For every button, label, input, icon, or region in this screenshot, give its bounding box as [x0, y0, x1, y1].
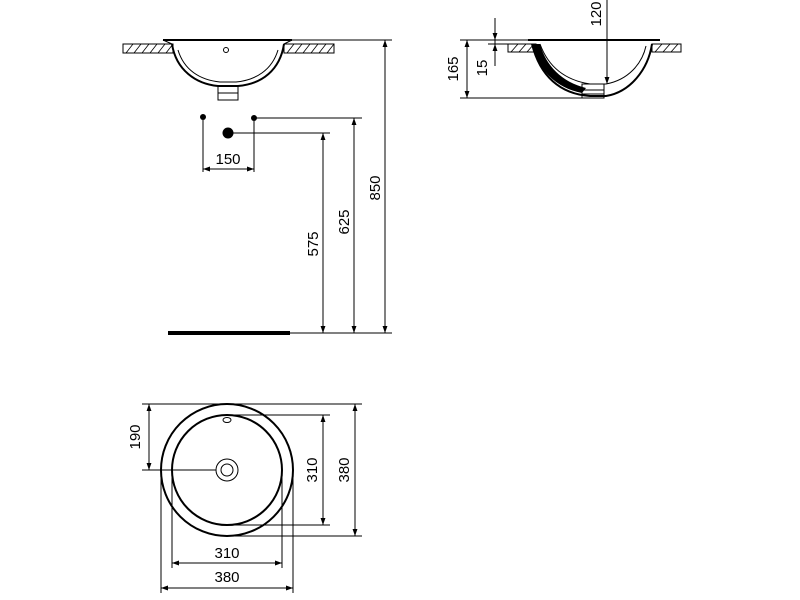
- dim-bowl-offset: 190: [127, 424, 144, 449]
- dim-overflow: 120: [588, 1, 605, 26]
- plan-drain-outer: [215, 458, 239, 482]
- side-countertop-right: [651, 43, 682, 53]
- front-countertop-left: [122, 43, 174, 54]
- dim-waste-height: 575: [305, 231, 322, 256]
- plan-drain-inner: [220, 463, 234, 477]
- dim-outer-depth: 380: [336, 457, 353, 482]
- dim-overall-depth: 165: [445, 56, 462, 81]
- dim-outer-width: 380: [214, 569, 239, 586]
- supply-points: [200, 114, 257, 172]
- dim-supply-height: 625: [336, 209, 353, 234]
- plan-view: 190 310 380 310 380: [127, 403, 362, 593]
- dim-inner-depth: 310: [304, 457, 321, 482]
- dim-rim-height: 850: [367, 175, 384, 200]
- dim-inner-width: 310: [214, 545, 239, 562]
- front-countertop-right: [283, 43, 335, 54]
- dim-rim-thickness: 15: [474, 60, 491, 77]
- dim-tap-spacing: 150: [215, 151, 240, 168]
- front-elevation: 150 575 625 850: [122, 39, 392, 335]
- side-basin: [528, 39, 660, 99]
- plan-overflow-hole: [222, 417, 232, 423]
- front-basin: [162, 39, 293, 101]
- side-section: 165 15 120: [445, 0, 682, 99]
